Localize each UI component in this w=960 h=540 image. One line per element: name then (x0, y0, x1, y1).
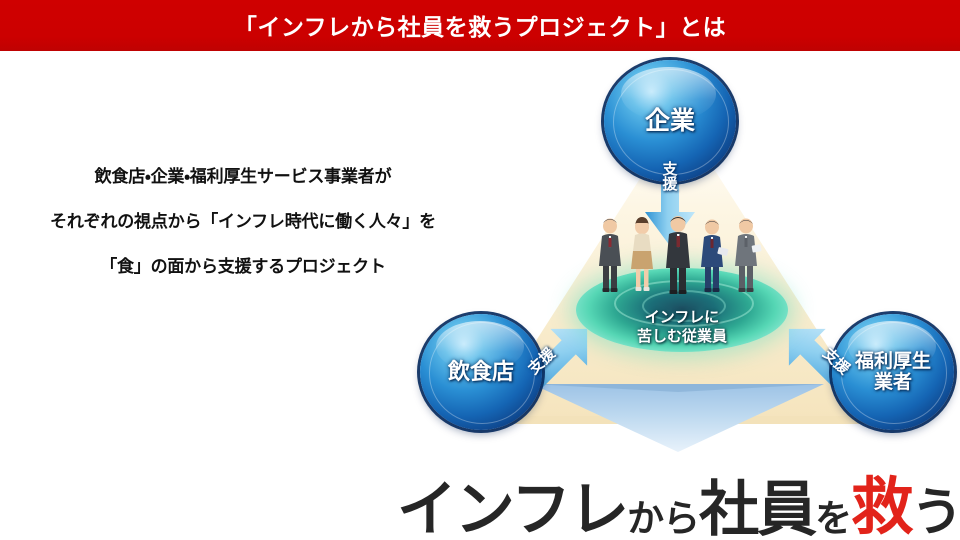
headline-segment-5: 救 (851, 473, 913, 540)
headline-segment-2: から (627, 497, 700, 539)
headline-segment-3: 社員 (699, 476, 817, 540)
page-title: 「インフレから社員を救うプロジェクト」とは (233, 13, 727, 40)
business-people-icon (599, 216, 762, 294)
arrow-top-label: 支 援 (662, 161, 678, 193)
node-welfare-provider[interactable]: 福利厚生 業者 (832, 314, 954, 430)
node-restaurant[interactable]: 飲食店 (420, 314, 542, 430)
headline-segment-4: を (815, 497, 852, 539)
node-welfare-provider-label: 福利厚生 業者 (854, 350, 931, 393)
node-restaurant-label: 飲食店 (447, 358, 514, 384)
description-line-3: 「食」の面から支援するプロジェクト (100, 257, 386, 276)
node-company-label: 企業 (644, 107, 695, 135)
description-line-2: それぞれの視点から「インフレ時代に働く人々」を (50, 212, 436, 231)
center-caption: インフレに 苦しむ従業員 (636, 309, 727, 345)
headline-segment-1: インフレ (396, 476, 629, 540)
support-triangle-diagram: 支 援 支援 (400, 52, 960, 452)
bottom-headline: インフレ から 社員 を 救 う (396, 452, 960, 540)
description-block: 飲食店・企業・福利厚生サービス事業者が それぞれの視点から「インフレ時代に働く人… (8, 168, 478, 275)
bottom-chevron-arrow-icon (532, 384, 824, 452)
node-company[interactable]: 企業 (604, 60, 736, 182)
headline-segment-6: う (911, 483, 960, 540)
header-banner: 「インフレから社員を救うプロジェクト」とは (0, 0, 960, 51)
center-employees-group: インフレに 苦しむ従業員 (576, 212, 788, 352)
description-line-1: 飲食店・企業・福利厚生サービス事業者が (94, 167, 392, 186)
